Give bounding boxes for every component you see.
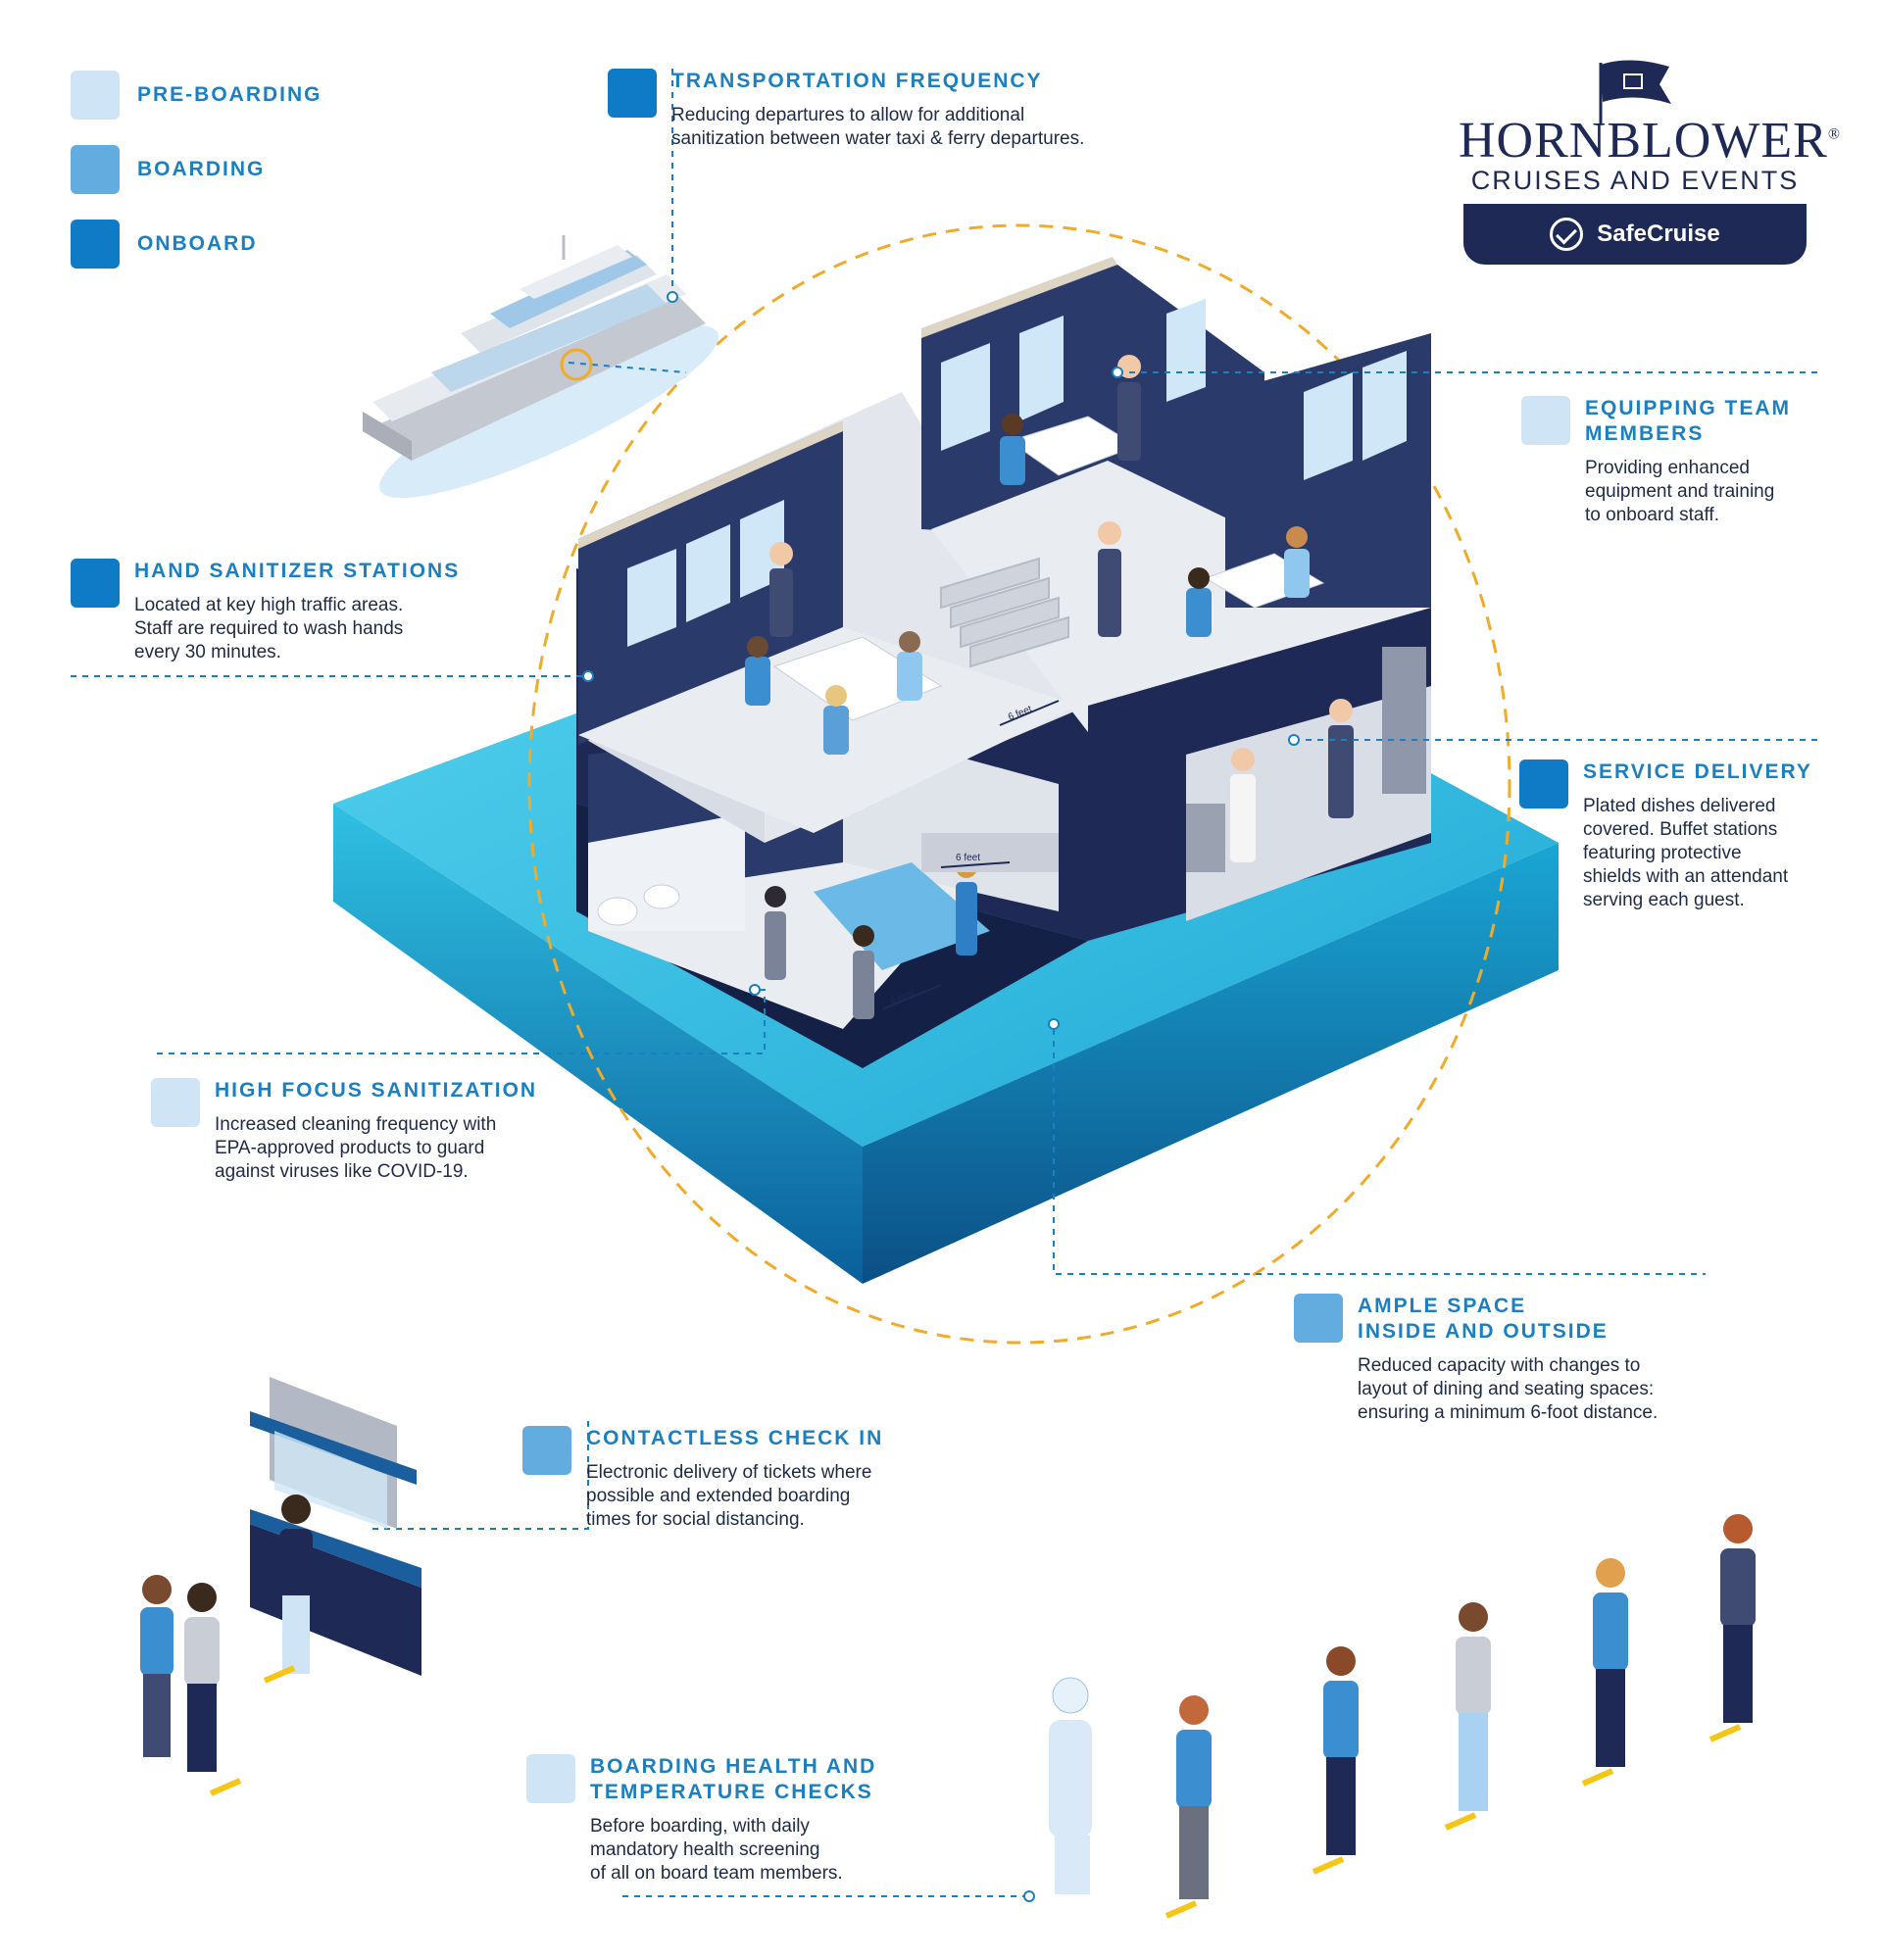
distance-label: 6 feet bbox=[956, 853, 980, 863]
phase-marker bbox=[522, 1426, 571, 1475]
legend-item-boarding: BOARDING bbox=[71, 145, 265, 194]
legend-swatch bbox=[71, 71, 120, 120]
badge-label: SafeCruise bbox=[1597, 220, 1720, 247]
flag-icon bbox=[1599, 60, 1671, 123]
callout-title: BOARDING HEALTH AND TEMPERATURE CHECKS bbox=[590, 1755, 877, 1803]
check-circle-icon bbox=[1550, 218, 1584, 251]
callout-body: Reducing departures to allow for additio… bbox=[671, 105, 1085, 149]
callout-title: TRANSPORTATION FREQUENCY bbox=[671, 70, 1043, 92]
callout-body: Before boarding, with daily mandatory he… bbox=[590, 1816, 843, 1884]
callout-body: Providing enhanced equipment and trainin… bbox=[1585, 458, 1775, 525]
callout-transportation-frequency: TRANSPORTATION FREQUENCY Reducing depart… bbox=[608, 69, 1294, 151]
brand-subtitle: CRUISES AND EVENTS bbox=[1470, 166, 1800, 195]
queue-people bbox=[140, 1494, 1756, 1919]
phase-marker bbox=[1519, 760, 1568, 808]
callout-body: Reduced capacity with changes to layout … bbox=[1358, 1355, 1659, 1423]
checkin-kiosk bbox=[250, 1377, 421, 1676]
callout-title: HAND SANITIZER STATIONS bbox=[134, 560, 461, 582]
legend-swatch bbox=[71, 145, 120, 194]
hornblower-logo: HORNBLOWER® CRUISES AND EVENTS SafeCruis… bbox=[1459, 55, 1840, 265]
callout-title: CONTACTLESS CHECK IN bbox=[586, 1427, 884, 1449]
callout-service-delivery: SERVICE DELIVERY Plated dishes delivered… bbox=[1519, 760, 1872, 912]
highlight-circle bbox=[527, 223, 1511, 1345]
boat-highlight-ring bbox=[560, 348, 593, 381]
callout-body: Located at key high traffic areas. Staff… bbox=[134, 595, 404, 662]
callout-high-focus-sanitization: HIGH FOCUS SANITIZATION Increased cleani… bbox=[151, 1078, 661, 1184]
callout-title: EQUIPPING TEAM MEMBERS bbox=[1585, 397, 1792, 445]
legend-item-onboard: ONBOARD bbox=[71, 220, 258, 269]
brand-name: HORNBLOWER® bbox=[1459, 112, 1840, 170]
brand-text: HORNBLOWER bbox=[1459, 113, 1828, 169]
callout-title: SERVICE DELIVERY bbox=[1583, 760, 1812, 783]
phase-marker bbox=[1521, 396, 1570, 445]
safecruise-badge: SafeCruise bbox=[1463, 204, 1807, 265]
phase-marker bbox=[1294, 1294, 1343, 1343]
callout-title: AMPLE SPACE INSIDE AND OUTSIDE bbox=[1358, 1295, 1609, 1343]
legend-item-pre-boarding: PRE-BOARDING bbox=[71, 71, 322, 120]
callout-ample-space: AMPLE SPACE INSIDE AND OUTSIDE Reduced c… bbox=[1294, 1294, 1804, 1425]
leader-line-endpoints bbox=[582, 291, 1300, 1902]
callout-body: Electronic delivery of tickets where pos… bbox=[586, 1462, 872, 1530]
legend-swatch bbox=[71, 220, 120, 269]
legend-label: BOARDING bbox=[137, 158, 266, 180]
callout-body: Increased cleaning frequency with EPA-ap… bbox=[215, 1114, 497, 1182]
callout-title: HIGH FOCUS SANITIZATION bbox=[215, 1079, 538, 1102]
phase-marker bbox=[608, 69, 657, 118]
legend-label: PRE-BOARDING bbox=[137, 83, 322, 106]
phase-marker bbox=[71, 559, 120, 608]
ship-people bbox=[597, 355, 1354, 1019]
phase-marker bbox=[526, 1754, 575, 1803]
callout-body: Plated dishes delivered covered. Buffet … bbox=[1583, 796, 1789, 910]
phase-marker bbox=[151, 1078, 200, 1127]
callout-equipping-team: EQUIPPING TEAM MEMBERS Providing enhance… bbox=[1521, 396, 1855, 527]
callout-health-checks: BOARDING HEALTH AND TEMPERATURE CHECKS B… bbox=[526, 1754, 958, 1886]
legend-label: ONBOARD bbox=[137, 232, 258, 255]
callout-hand-sanitizer: HAND SANITIZER STATIONS Located at key h… bbox=[71, 559, 521, 664]
registered-mark: ® bbox=[1827, 125, 1842, 143]
callout-contactless-check-in: CONTACTLESS CHECK IN Electronic delivery… bbox=[522, 1426, 1013, 1532]
ferry-boat bbox=[363, 235, 719, 499]
